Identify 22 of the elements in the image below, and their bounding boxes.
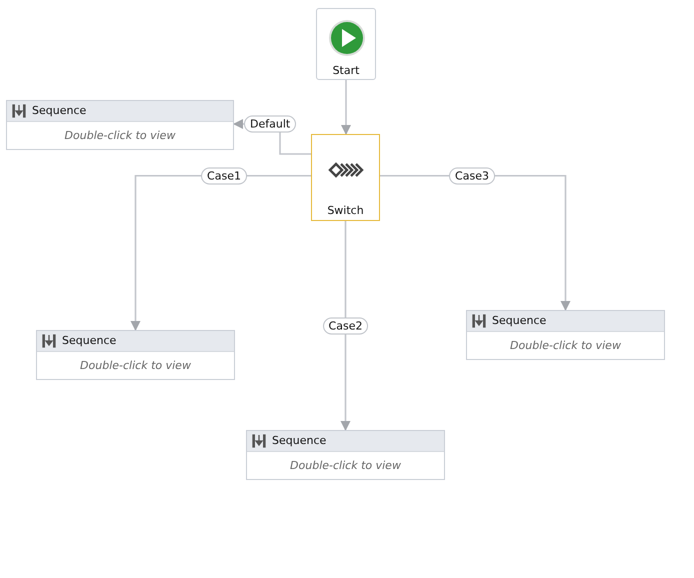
switch-activity-box — [311, 134, 380, 221]
sequence-activity-box — [6, 100, 234, 150]
placeholder-text: Double-click to view — [290, 459, 401, 472]
node-title: Sequence — [62, 334, 116, 347]
sequence-activity-box — [36, 330, 235, 380]
placeholder-text: Double-click to view — [510, 339, 621, 352]
edge-label: Case2 — [322, 317, 368, 334]
node-title: Sequence — [492, 314, 546, 327]
node-title: Sequence — [32, 104, 86, 117]
connector-arrow — [340, 221, 350, 431]
sequence-activity-box — [466, 310, 665, 360]
placeholder-text: Double-click to view — [64, 129, 176, 142]
start-node — [316, 8, 376, 80]
edge-label: Case3 — [449, 167, 495, 184]
placeholder-text: Double-click to view — [80, 359, 191, 372]
node-label: Switch — [327, 204, 364, 217]
node-title: Sequence — [272, 434, 326, 447]
edge-label: Default — [244, 116, 296, 132]
node-label: Start — [332, 64, 360, 77]
connector-arrow — [341, 80, 351, 135]
sequence-activity-box — [246, 430, 445, 480]
edge-label: Case1 — [201, 167, 247, 184]
